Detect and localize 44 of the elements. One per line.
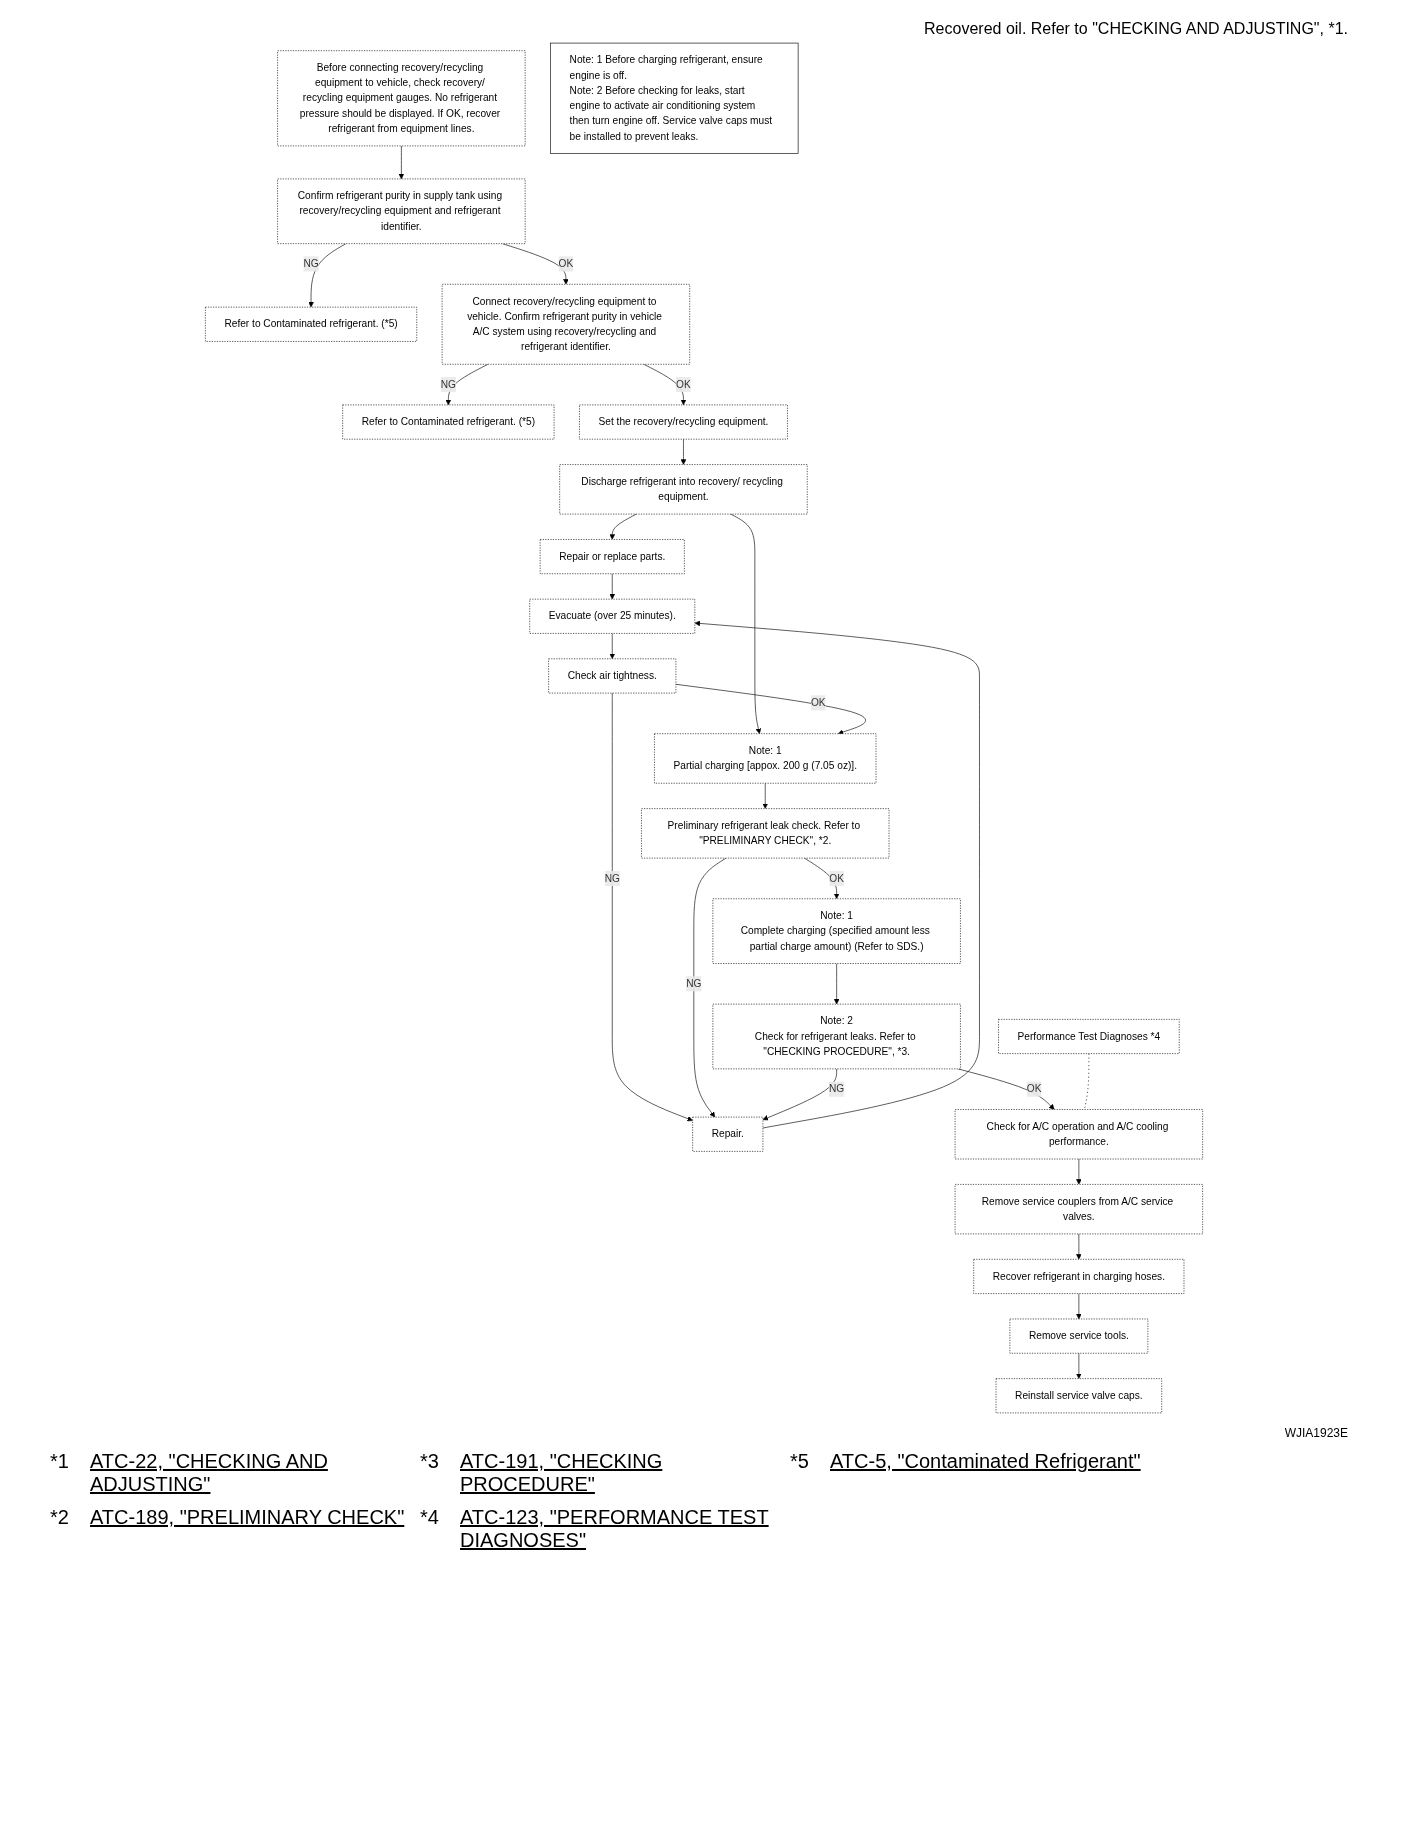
edge-label: NG	[440, 378, 456, 390]
reference-link: ATC-5, "Contaminated Refrigerant"	[830, 1450, 1142, 1474]
node-box: Check air tightness.	[548, 658, 677, 694]
edge-label: NG	[829, 1083, 845, 1095]
edge-label: OK	[810, 697, 826, 709]
node-box: Discharge refrigerant into recovery/ recycling equipment.	[559, 464, 808, 515]
node-box: Performance Test Diagnoses *4	[998, 1019, 1180, 1054]
node-box: Refer to Contaminated refrigerant. (*5)	[205, 306, 418, 342]
node-box: Check for A/C operation and A/C cooling performance.	[954, 1109, 1203, 1160]
edge-label: OK	[558, 258, 574, 270]
node-box: Set the recovery/recycling equipment.	[579, 404, 788, 440]
edge-label: OK	[829, 872, 844, 884]
node-box: Remove service tools.	[1009, 1318, 1149, 1354]
node-box: Refer to Contaminated refrigerant. (*5)	[342, 404, 555, 440]
node-box: Note: 2 Check for refrigerant leaks. Refer to "CHECKING PROCEDURE", *3.	[712, 1003, 961, 1070]
node-box: Before connecting recovery/recycling equipment to vehicle, check recovery/ recycling equipment gauges. No refrigerant pressure should be displayed. If OK, recover refrigerant from equipment lines.	[277, 50, 526, 147]
node-box: Note: 1 Complete charging (specified amount less partial charge amount) (Refer to SDS.)	[712, 898, 961, 964]
reference-link: ATC-123, "PERFORMANCE TEST DIAGNOSES"	[460, 1506, 770, 1552]
reference-link: ATC-189, "PRELIMINARY CHECK"	[90, 1506, 406, 1530]
edge-label: NG	[303, 258, 319, 270]
node-box: Note: 1 Before charging refrigerant, ensure engine is off. Note: 2 Before checking for leaks, start engine to activate air conditioning system then turn engine off. Service valve caps must be installed to prevent leaks.	[550, 42, 799, 154]
node-box: Evacuate (over 25 minutes).	[529, 598, 696, 634]
footnote-marker: *3	[420, 1450, 440, 1474]
footnote-marker: *4	[420, 1506, 440, 1530]
node-box: Remove service couplers from A/C service valves.	[954, 1184, 1203, 1235]
edge-label: NG	[686, 978, 702, 989]
edge-label: OK	[676, 378, 691, 390]
footnote-marker: *2	[50, 1506, 70, 1530]
edge-label: OK	[1026, 1083, 1042, 1095]
node-box: Repair or replace parts.	[539, 539, 685, 575]
node-box: Preliminary refrigerant leak check. Refer to "PRELIMINARY CHECK", *2.	[641, 808, 890, 859]
reference-link: ATC-191, "CHECKING PROCEDURE"	[460, 1450, 664, 1496]
node-box: Repair.	[692, 1116, 764, 1152]
figure-code: WJIA1923E	[1283, 1426, 1348, 1440]
node-box: Connect recovery/recycling equipment to vehicle. Confirm refrigerant purity in vehicle A/C system using recovery/recycling and refrigerant identifier.	[441, 283, 690, 365]
reference-link: ATC-22, "CHECKING AND ADJUSTING"	[90, 1450, 329, 1496]
footnote-marker: *1	[50, 1450, 70, 1474]
node-box: Reinstall service valve caps.	[995, 1378, 1162, 1414]
note-text: Recovered oil. Refer to "CHECKING AND ADJUSTING", *1.	[924, 20, 1348, 38]
node-box: Note: 1 Partial charging [appox. 200 g (7.05 oz)].	[654, 733, 877, 784]
edge-label: NG	[604, 872, 620, 884]
node-box: Confirm refrigerant purity in supply tank using recovery/recycling equipment and refrigerant identifier.	[277, 178, 526, 244]
node-box: Recover refrigerant in charging hoses.	[973, 1259, 1185, 1294]
footnote-marker: *5	[790, 1450, 810, 1474]
